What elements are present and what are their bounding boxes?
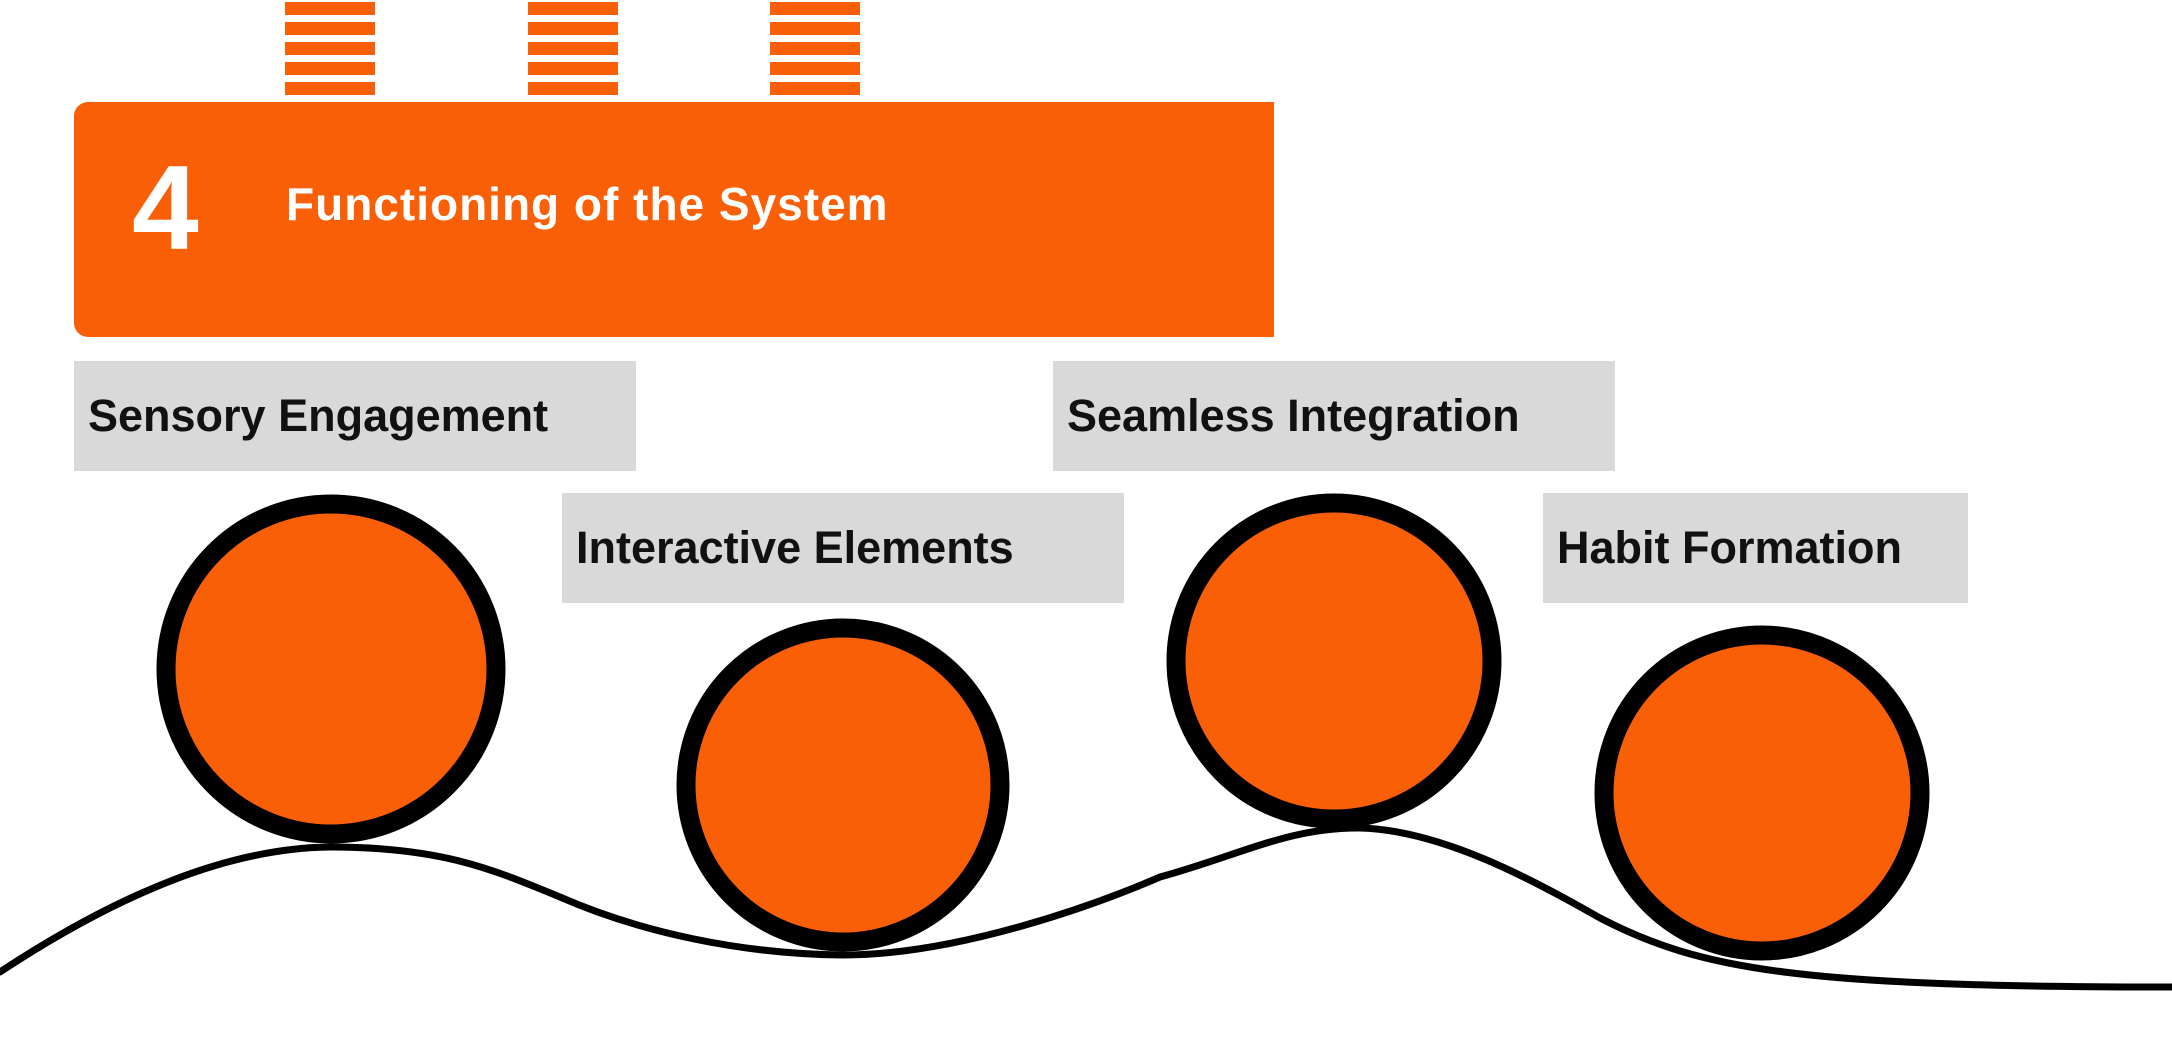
section-title: Functioning of the System [286,178,889,230]
step-label-seamless-integration: Seamless Integration [1053,361,1615,471]
stripe-stack-1 [285,2,375,102]
step-label-sensory-engagement: Sensory Engagement [74,361,636,471]
section-number: 4 [132,141,199,275]
header-banner: 4 Functioning of the System [74,102,1274,337]
step-label-text: Seamless Integration [1067,390,1520,441]
step-label-text: Habit Formation [1557,522,1902,573]
ball-habit-formation [1594,625,1930,961]
step-label-text: Sensory Engagement [88,390,549,441]
stripe-stack-3 [770,2,860,102]
wavy-track-line [0,824,2172,991]
ball-interactive-elements [676,618,1010,952]
step-label-habit-formation: Habit Formation [1543,493,1968,603]
stripe-stack-2 [528,2,618,102]
step-label-text: Interactive Elements [576,522,1014,573]
ball-seamless-integration [1166,493,1502,829]
step-label-interactive-elements: Interactive Elements [562,493,1124,603]
ball-sensory-engagement [156,494,506,844]
